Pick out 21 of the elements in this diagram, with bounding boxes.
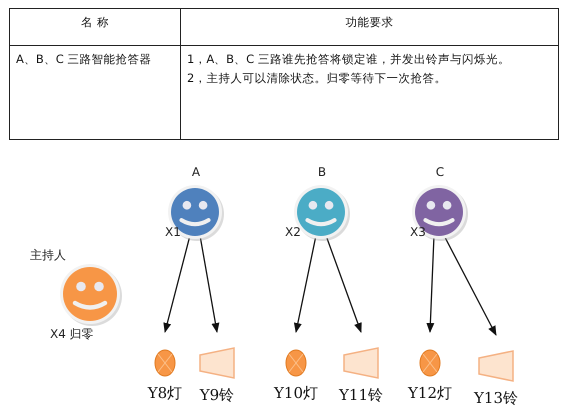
output-label: Y10灯 [274, 384, 318, 402]
header-text: 名 称 [81, 14, 109, 30]
arrow [443, 235, 497, 336]
output-label: Y8灯 [148, 384, 182, 402]
cell-text: A、B、C 三路智能抢答器 [16, 51, 152, 67]
player-label: C [436, 165, 444, 179]
arrow [163, 235, 191, 333]
player-label: B [318, 165, 326, 179]
output-label: Y13铃 [474, 389, 518, 407]
output-label: Y12灯 [408, 384, 452, 402]
cell-text: 2，主持人可以清除状态。归零等待下一次抢答。 [187, 70, 446, 86]
output-label: Y11铃 [339, 386, 383, 404]
input-label: X3 [410, 225, 426, 239]
cell-text: 1，A、B、C 三路谁先抢答将锁定谁，并发出铃声与闪烁光。 [187, 51, 510, 67]
player-label: A [192, 165, 200, 179]
output-label: Y9铃 [200, 386, 234, 404]
input-label: X2 [285, 225, 301, 239]
host-label: 主持人 [30, 248, 66, 262]
input-label: X4 归零 [50, 326, 94, 343]
input-label: X1 [165, 225, 181, 239]
header-text: 功能要求 [346, 14, 394, 30]
